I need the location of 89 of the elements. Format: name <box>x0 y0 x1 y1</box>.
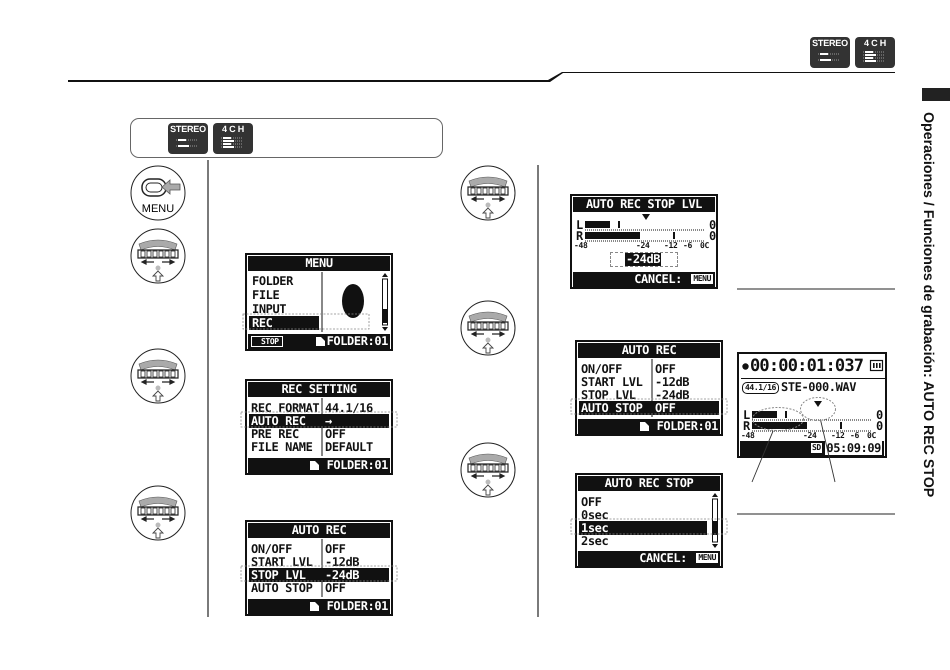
screen-title: AUTO REC STOP LVL <box>573 197 715 212</box>
scale-label: -24 <box>803 431 817 440</box>
leader-line <box>752 430 774 482</box>
menu-key-label: MENU <box>691 274 713 284</box>
menu-key-label: MENU <box>696 553 718 563</box>
badge-label: STEREO <box>811 38 849 48</box>
setting-name: START LVL <box>581 376 642 389</box>
scale-label: -6 <box>683 241 692 250</box>
lcd-screen <box>245 379 393 475</box>
cancel-label: CANCEL: <box>639 552 687 565</box>
setting-value: -24dB <box>655 389 690 402</box>
setting-name: AUTO REC <box>251 415 306 428</box>
lcd-screen <box>245 253 393 351</box>
lcd-screen <box>245 520 393 616</box>
screen-title: MENU <box>248 256 390 271</box>
setting-value: OFF <box>325 428 346 441</box>
file-name: STE-000.WAV <box>781 381 856 394</box>
setting-name: ON/OFF <box>581 363 622 376</box>
setting-name: AUTO STOP <box>581 402 642 415</box>
setting-name: STOP LVL <box>251 569 306 582</box>
button-caption: MENU <box>140 203 176 215</box>
level-value: -24dB <box>625 253 662 266</box>
screen-title: REC SETTING <box>248 382 390 397</box>
menu-item: FILE <box>252 289 280 302</box>
folder-number: FOLDER:01 <box>656 420 718 433</box>
setting-name: AUTO STOP <box>251 582 312 595</box>
highlight-ellipse <box>752 407 804 431</box>
scale-label: -48 <box>574 241 588 250</box>
lcd-screen <box>737 352 887 458</box>
scale-label: 0C <box>700 241 710 250</box>
screen-title: AUTO REC <box>248 523 390 538</box>
cancel-label: CANCEL: <box>634 273 682 286</box>
setting-value: OFF <box>325 543 346 556</box>
scale-label: -48 <box>741 431 755 440</box>
channel-label: L <box>576 219 583 232</box>
scale-label: -24 <box>636 241 650 250</box>
setting-value: 44.1/16 <box>325 402 373 415</box>
remaining-time: 05:09:09 <box>825 441 882 455</box>
menu-item: REC <box>252 317 272 330</box>
setting-value: OFF <box>325 582 346 595</box>
setting-value: OFF <box>655 363 676 376</box>
channel-label: R <box>576 230 583 243</box>
setting-value: -24dB <box>325 569 360 582</box>
screen-title: AUTO REC STOP <box>578 476 720 491</box>
scale-label: -12 <box>831 431 845 440</box>
folder-number: FOLDER:01 <box>326 459 388 472</box>
menu-item: 2sec <box>581 535 608 548</box>
menu-item: FOLDER <box>252 275 293 288</box>
card-label: SD <box>811 443 822 453</box>
menu-item: INPUT <box>252 303 286 316</box>
setting-name: ON/OFF <box>251 543 292 556</box>
menu-item: 1sec <box>581 522 608 535</box>
meter-peak-label: 0 <box>709 230 716 243</box>
setting-value: -12dB <box>655 376 690 389</box>
channel-label: R <box>743 420 750 433</box>
highlight-ellipse <box>800 397 836 421</box>
setting-value: -12dB <box>325 556 360 569</box>
scale-label: -6 <box>850 431 860 440</box>
mode-panel <box>130 118 443 158</box>
setting-value: DEFAULT <box>325 441 373 454</box>
setting-name: FILE NAME <box>251 441 312 454</box>
folder-number: FOLDER:01 <box>326 335 388 348</box>
setting-name: STOP LVL <box>581 389 636 402</box>
menu-item: 0sec <box>581 509 608 522</box>
stop-indicator: STOP <box>251 336 283 347</box>
meter-peak-label: 0 <box>709 219 716 232</box>
scale-label: 0C <box>867 431 876 440</box>
setting-value: OFF <box>655 402 676 415</box>
scale-label: -12 <box>664 241 678 250</box>
channel-label: L <box>743 409 750 422</box>
setting-name: REC FORMAT <box>251 402 320 415</box>
setting-value: → <box>325 415 332 428</box>
setting-name: PRE REC <box>251 428 299 441</box>
section-title: Operaciones / Funciones de grabación: AUTO REC STOP <box>920 112 936 498</box>
lcd-screen <box>575 473 723 568</box>
folder-number: FOLDER:01 <box>326 600 388 613</box>
setting-name: START LVL <box>251 556 312 569</box>
time-counter: 00:00:01:037 <box>750 356 864 376</box>
meter-peak-label: 0 <box>876 420 883 433</box>
lcd-screen <box>570 194 718 289</box>
badge-label: 4 C H <box>220 124 245 134</box>
screen-title: AUTO REC <box>578 343 720 358</box>
format-badge: 44.1/16 <box>742 382 779 394</box>
badge-label: 4 C H <box>862 38 887 48</box>
menu-item: OFF <box>581 496 602 509</box>
meter-peak-label: 0 <box>876 409 883 422</box>
lcd-screen <box>575 340 723 436</box>
leader-line <box>820 420 836 482</box>
badge-label: STEREO <box>169 124 207 134</box>
